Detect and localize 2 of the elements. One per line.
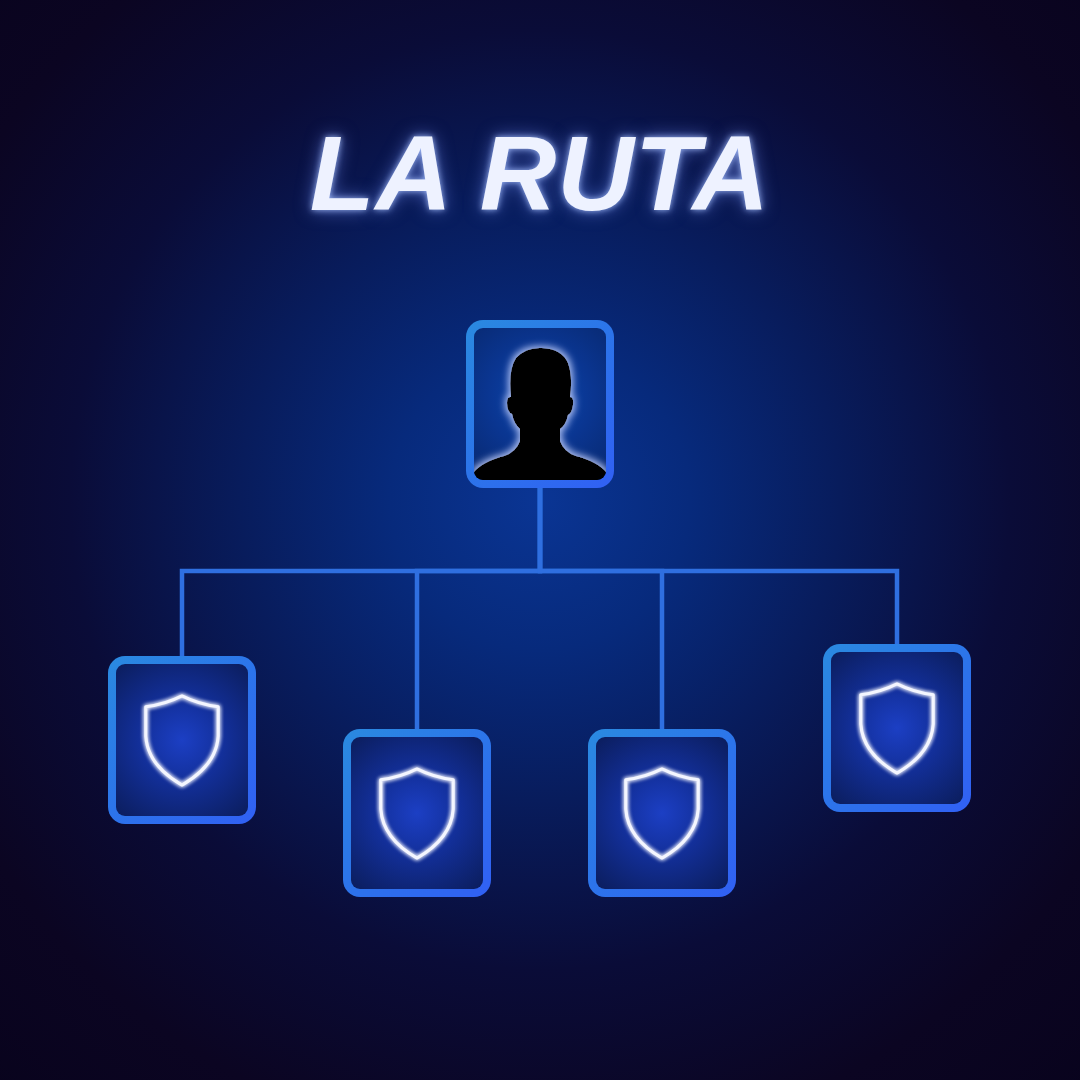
title: LA RUTA xyxy=(308,113,772,234)
connector-line xyxy=(537,488,900,644)
